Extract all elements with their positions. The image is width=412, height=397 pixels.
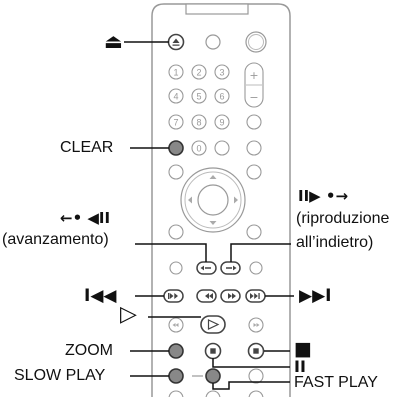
step-forward-symbol: II▶ •→ xyxy=(298,187,349,205)
top-button[interactable] xyxy=(205,34,221,50)
bottom-row-button-2[interactable] xyxy=(205,390,221,397)
fast-play-label: FAST PLAY xyxy=(294,374,378,391)
enter-button[interactable] xyxy=(197,184,229,216)
zoom-button[interactable] xyxy=(168,343,184,359)
next-symbol: ▶▶I xyxy=(299,286,332,306)
callout-lines xyxy=(124,41,294,390)
bottom-row-button-3[interactable] xyxy=(248,390,264,397)
number-key-7-label: 7 xyxy=(173,118,178,128)
pause-leader xyxy=(212,358,290,368)
step-back-symbol: ←• ◀II xyxy=(60,209,111,227)
slow-play-label: SLOW PLAY xyxy=(14,367,106,384)
eject-symbol: ⏏ xyxy=(104,29,123,53)
scan-forward-icon xyxy=(253,323,260,327)
ir-window xyxy=(185,3,249,15)
power-button-inner xyxy=(248,34,264,50)
number-key-7[interactable] xyxy=(168,114,184,130)
side-button-3[interactable] xyxy=(246,140,262,156)
step-forward-leader xyxy=(230,243,291,262)
stop-button-icon xyxy=(253,348,259,354)
aux-button-right[interactable] xyxy=(249,261,263,275)
number-key-5[interactable] xyxy=(191,88,207,104)
number-key-3[interactable] xyxy=(214,64,230,80)
previous-button-icon xyxy=(168,293,178,299)
arrow-left-icon xyxy=(188,196,192,204)
bottom-button-right[interactable] xyxy=(248,368,264,384)
number-key-9[interactable] xyxy=(214,114,230,130)
previous-symbol: I◀◀ xyxy=(84,286,117,306)
step-forward-button-icon xyxy=(226,265,237,271)
number-key-3-label: 3 xyxy=(219,68,224,78)
number-key-8-label: 8 xyxy=(196,118,201,128)
bottom-row-button-1[interactable] xyxy=(168,390,184,397)
number-key-8[interactable] xyxy=(191,114,207,130)
play-button-icon xyxy=(207,319,220,330)
step-forward-text-line1: (riproduzione xyxy=(296,210,390,227)
step-back-button-icon xyxy=(200,265,211,271)
slow-play-button[interactable] xyxy=(168,368,184,384)
step-forward-text-line2: all’indietro) xyxy=(296,234,374,251)
nav-corner-bottom-right[interactable] xyxy=(246,224,262,240)
fast-play-leader xyxy=(212,381,290,390)
side-button-1[interactable] xyxy=(246,114,262,130)
volume-plus-label: + xyxy=(249,69,258,82)
next-button-icon xyxy=(250,293,260,299)
number-key-1[interactable] xyxy=(168,64,184,80)
number-key-0[interactable] xyxy=(191,140,207,156)
number-key-4-label: 4 xyxy=(173,92,178,102)
number-key-9-label: 9 xyxy=(219,118,224,128)
number-key-0-label: 0 xyxy=(196,144,201,154)
nav-corner-top-right[interactable] xyxy=(246,164,262,180)
nav-corner-bottom-left[interactable] xyxy=(168,224,184,240)
arrow-up-icon xyxy=(209,175,217,179)
pause-symbol: II xyxy=(294,357,306,376)
aux-button-left[interactable] xyxy=(169,261,183,275)
nav-corner-top-left[interactable] xyxy=(168,164,184,180)
play-button[interactable] xyxy=(200,315,226,334)
number-key-4[interactable] xyxy=(168,88,184,104)
number-key-5-label: 5 xyxy=(196,92,201,102)
step-back-text: (avanzamento) xyxy=(2,231,109,248)
arrow-right-icon xyxy=(234,196,238,204)
number-keypad: 1 2 3 4 5 6 7 8 9 0 xyxy=(168,64,230,156)
clear-label: CLEAR xyxy=(60,139,114,156)
zoom-label: ZOOM xyxy=(65,342,113,359)
clear-button[interactable] xyxy=(168,140,184,156)
volume-minus-label: − xyxy=(249,91,258,104)
number-key-6-label: 6 xyxy=(219,92,224,102)
number-key-6[interactable] xyxy=(214,88,230,104)
pause-button-icon xyxy=(210,348,216,354)
arrow-down-icon xyxy=(209,221,217,225)
side-button-2[interactable] xyxy=(214,140,230,156)
stop-symbol: ■ xyxy=(294,338,312,360)
number-key-1-label: 1 xyxy=(173,68,178,78)
fast-forward-button-icon xyxy=(228,293,236,299)
number-key-2-label: 2 xyxy=(196,68,201,78)
scan-back-icon xyxy=(172,323,179,327)
directional-pad-ring xyxy=(184,171,242,229)
rewind-button-icon xyxy=(205,293,213,299)
fast-play-button[interactable] xyxy=(205,368,221,384)
play-symbol: ▷ xyxy=(120,302,137,327)
number-key-2[interactable] xyxy=(191,64,207,80)
eject-icon xyxy=(172,38,180,46)
step-back-leader xyxy=(135,243,207,262)
